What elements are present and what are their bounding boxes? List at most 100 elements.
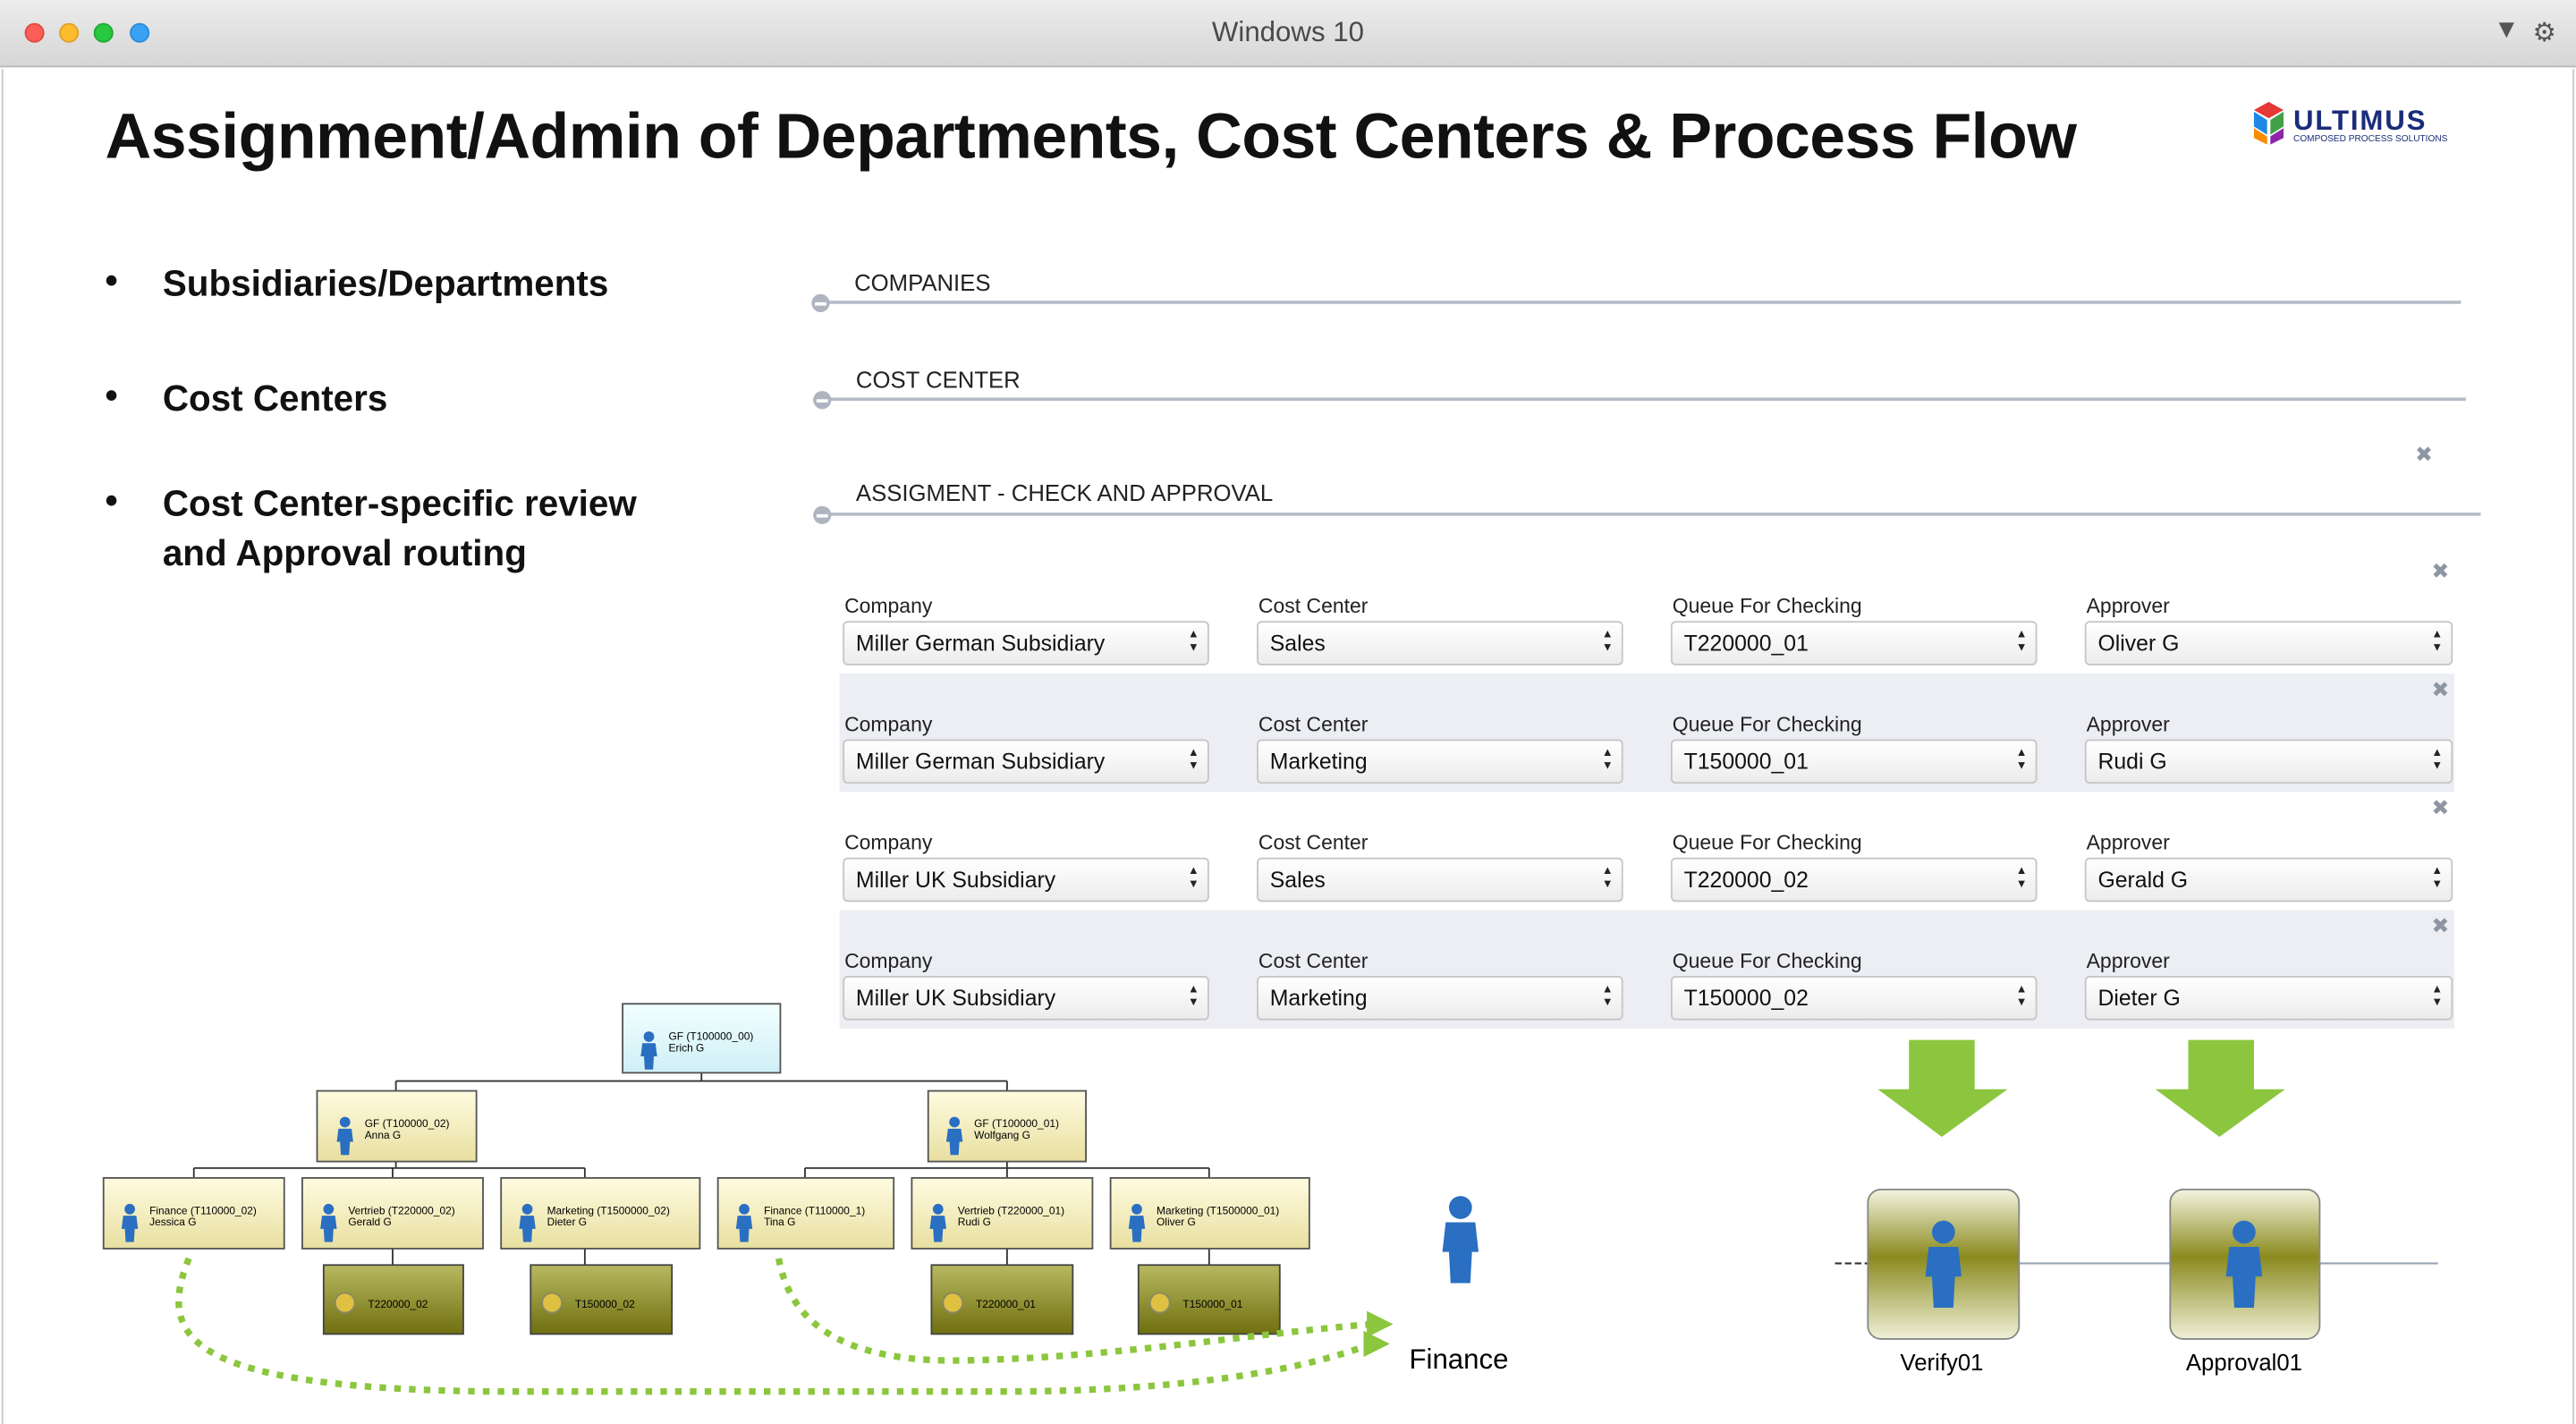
- section-assignment-label: ASSIGMENT - CHECK AND APPROVAL: [855, 479, 1274, 506]
- close-window-button[interactable]: [24, 22, 45, 43]
- svg-text:Vertrieb (T220000_01): Vertrieb (T220000_01): [958, 1204, 1064, 1216]
- approval-step-label: Approval01: [2186, 1351, 2302, 1376]
- approver-select[interactable]: Rudi G▲▼: [2084, 739, 2453, 784]
- section-cost-center-label: COST CENTER: [855, 366, 1021, 393]
- svg-text:T150000_01: T150000_01: [1182, 1298, 1242, 1310]
- company-label: Company: [844, 594, 933, 618]
- queue-label: Queue For Checking: [1672, 831, 1862, 855]
- svg-text:GF (T100000_02): GF (T100000_02): [365, 1117, 450, 1130]
- approver-label: Approver: [2086, 713, 2170, 736]
- verify-step-node[interactable]: [1867, 1188, 2021, 1340]
- zoom-window-button[interactable]: [93, 22, 114, 43]
- svg-text:Oliver G: Oliver G: [1157, 1216, 1196, 1228]
- cost-center-select[interactable]: Marketing▲▼: [1257, 739, 1623, 784]
- svg-text:T220000_02: T220000_02: [368, 1298, 428, 1310]
- remove-row-icon[interactable]: ✖: [2431, 558, 2450, 584]
- cost-center-label: Cost Center: [1258, 831, 1368, 855]
- section-divider: [823, 397, 2466, 402]
- org-node-queue[interactable]: T150000_01: [1137, 1264, 1281, 1335]
- cost-center-label: Cost Center: [1258, 594, 1368, 618]
- queue-select[interactable]: T220000_02▲▼: [1670, 857, 2038, 903]
- approval-step-node[interactable]: [2169, 1188, 2321, 1340]
- bullet-item: •Subsidiaries/Departments: [105, 259, 609, 304]
- cost-center-select[interactable]: Sales▲▼: [1257, 621, 1623, 665]
- cost-center-label: Cost Center: [1258, 713, 1368, 736]
- slide-title: Assignment/Admin of Departments, Cost Ce…: [105, 101, 2077, 173]
- cost-center-select[interactable]: Marketing▲▼: [1257, 975, 1623, 1021]
- cost-center-select[interactable]: Sales▲▼: [1257, 857, 1623, 903]
- remove-section-icon[interactable]: ✖: [2414, 442, 2433, 467]
- queue-select[interactable]: T150000_01▲▼: [1670, 739, 2038, 784]
- svg-text:Marketing (T1500000_02): Marketing (T1500000_02): [547, 1204, 670, 1216]
- org-node-manager[interactable]: GF (T100000_01) Wolfgang G: [927, 1089, 1087, 1163]
- svg-text:GF (T100000_00): GF (T100000_00): [669, 1030, 754, 1043]
- org-node-department[interactable]: Marketing (T1500000_02) Dieter G: [500, 1176, 701, 1250]
- remove-row-icon[interactable]: ✖: [2431, 794, 2450, 820]
- org-node-department[interactable]: Finance (T110000_1) Tina G: [716, 1176, 895, 1250]
- org-node-department[interactable]: Vertrieb (T220000_02) Gerald G: [301, 1176, 484, 1250]
- down-arrow-icon: [2155, 1039, 2285, 1137]
- approver-select[interactable]: Gerald G▲▼: [2084, 857, 2453, 903]
- queue-label: Queue For Checking: [1672, 594, 1862, 618]
- queue-label: Queue For Checking: [1672, 713, 1862, 736]
- section-divider: [823, 513, 2481, 516]
- bullet-item: •Cost Centers: [105, 374, 388, 420]
- group-icon: [334, 1292, 356, 1314]
- approver-select[interactable]: Dieter G▲▼: [2084, 975, 2453, 1021]
- group-icon: [942, 1292, 964, 1314]
- approver-select[interactable]: Oliver G▲▼: [2084, 621, 2453, 665]
- cost-center-label: Cost Center: [1258, 949, 1368, 973]
- svg-text:Finance (T110000_02): Finance (T110000_02): [149, 1204, 257, 1216]
- window-title: Windows 10: [1211, 16, 1365, 48]
- svg-text:T220000_01: T220000_01: [976, 1298, 1036, 1310]
- company-select[interactable]: Miller German Subsidiary▲▼: [843, 621, 1209, 665]
- remove-row-icon[interactable]: ✖: [2431, 676, 2450, 702]
- fullscreen-window-button[interactable]: [130, 22, 150, 43]
- org-node-department[interactable]: Finance (T110000_02) Jessica G: [102, 1176, 285, 1250]
- dropdown-arrow-icon[interactable]: ▼: [2493, 16, 2520, 45]
- queue-select[interactable]: T150000_02▲▼: [1670, 975, 2038, 1021]
- org-node-queue[interactable]: T220000_02: [322, 1264, 464, 1335]
- collapse-assignment-icon[interactable]: [813, 505, 832, 524]
- svg-text:Jessica G: Jessica G: [149, 1216, 196, 1228]
- section-divider: [821, 301, 2462, 304]
- svg-text:Gerald G: Gerald G: [348, 1216, 391, 1228]
- org-node-manager[interactable]: GF (T100000_02) Anna G: [316, 1089, 478, 1163]
- svg-text:Marketing (T1500000_01): Marketing (T1500000_01): [1157, 1204, 1279, 1216]
- gear-icon[interactable]: ⚙: [2532, 20, 2556, 48]
- group-icon: [541, 1292, 564, 1314]
- finance-person-icon: [1442, 1196, 1479, 1284]
- org-node-queue[interactable]: T150000_02: [530, 1264, 674, 1335]
- logo-tagline: COMPOSED PROCESS SOLUTIONS: [2293, 134, 2448, 145]
- arrow-head-icon: [1363, 1330, 1390, 1358]
- collapse-cost-center-icon[interactable]: [813, 391, 832, 410]
- approver-label: Approver: [2086, 831, 2170, 855]
- approver-label: Approver: [2086, 594, 2170, 618]
- queue-select[interactable]: T220000_01▲▼: [1670, 621, 2038, 665]
- org-node-root[interactable]: GF (T100000_00) Erich G: [622, 1003, 782, 1074]
- svg-text:Finance (T110000_1): Finance (T110000_1): [764, 1204, 865, 1216]
- finance-label: Finance: [1409, 1343, 1508, 1375]
- svg-text:GF (T100000_01): GF (T100000_01): [974, 1117, 1059, 1130]
- company-select[interactable]: Miller German Subsidiary▲▼: [843, 739, 1209, 784]
- cube-logo-icon: [2253, 101, 2284, 145]
- minimize-window-button[interactable]: [59, 22, 80, 43]
- section-companies-label: COMPANIES: [854, 269, 991, 296]
- org-node-department[interactable]: Vertrieb (T220000_01) Rudi G: [911, 1176, 1094, 1250]
- svg-text:Anna G: Anna G: [365, 1129, 401, 1141]
- svg-text:Wolfgang G: Wolfgang G: [974, 1129, 1030, 1141]
- remove-row-icon[interactable]: ✖: [2431, 913, 2450, 938]
- org-node-queue[interactable]: T220000_01: [930, 1264, 1074, 1335]
- company-select[interactable]: Miller UK Subsidiary▲▼: [843, 975, 1209, 1021]
- window-titlebar: Windows 10 ▼ ⚙: [0, 0, 2576, 68]
- svg-text:Dieter G: Dieter G: [547, 1216, 587, 1228]
- company-label: Company: [844, 831, 933, 855]
- org-node-department[interactable]: Marketing (T1500000_01) Oliver G: [1109, 1176, 1310, 1250]
- collapse-companies-icon[interactable]: [811, 293, 830, 312]
- org-connectors: [192, 1072, 1210, 1266]
- company-select[interactable]: Miller UK Subsidiary▲▼: [843, 857, 1209, 903]
- group-icon: [1148, 1292, 1171, 1314]
